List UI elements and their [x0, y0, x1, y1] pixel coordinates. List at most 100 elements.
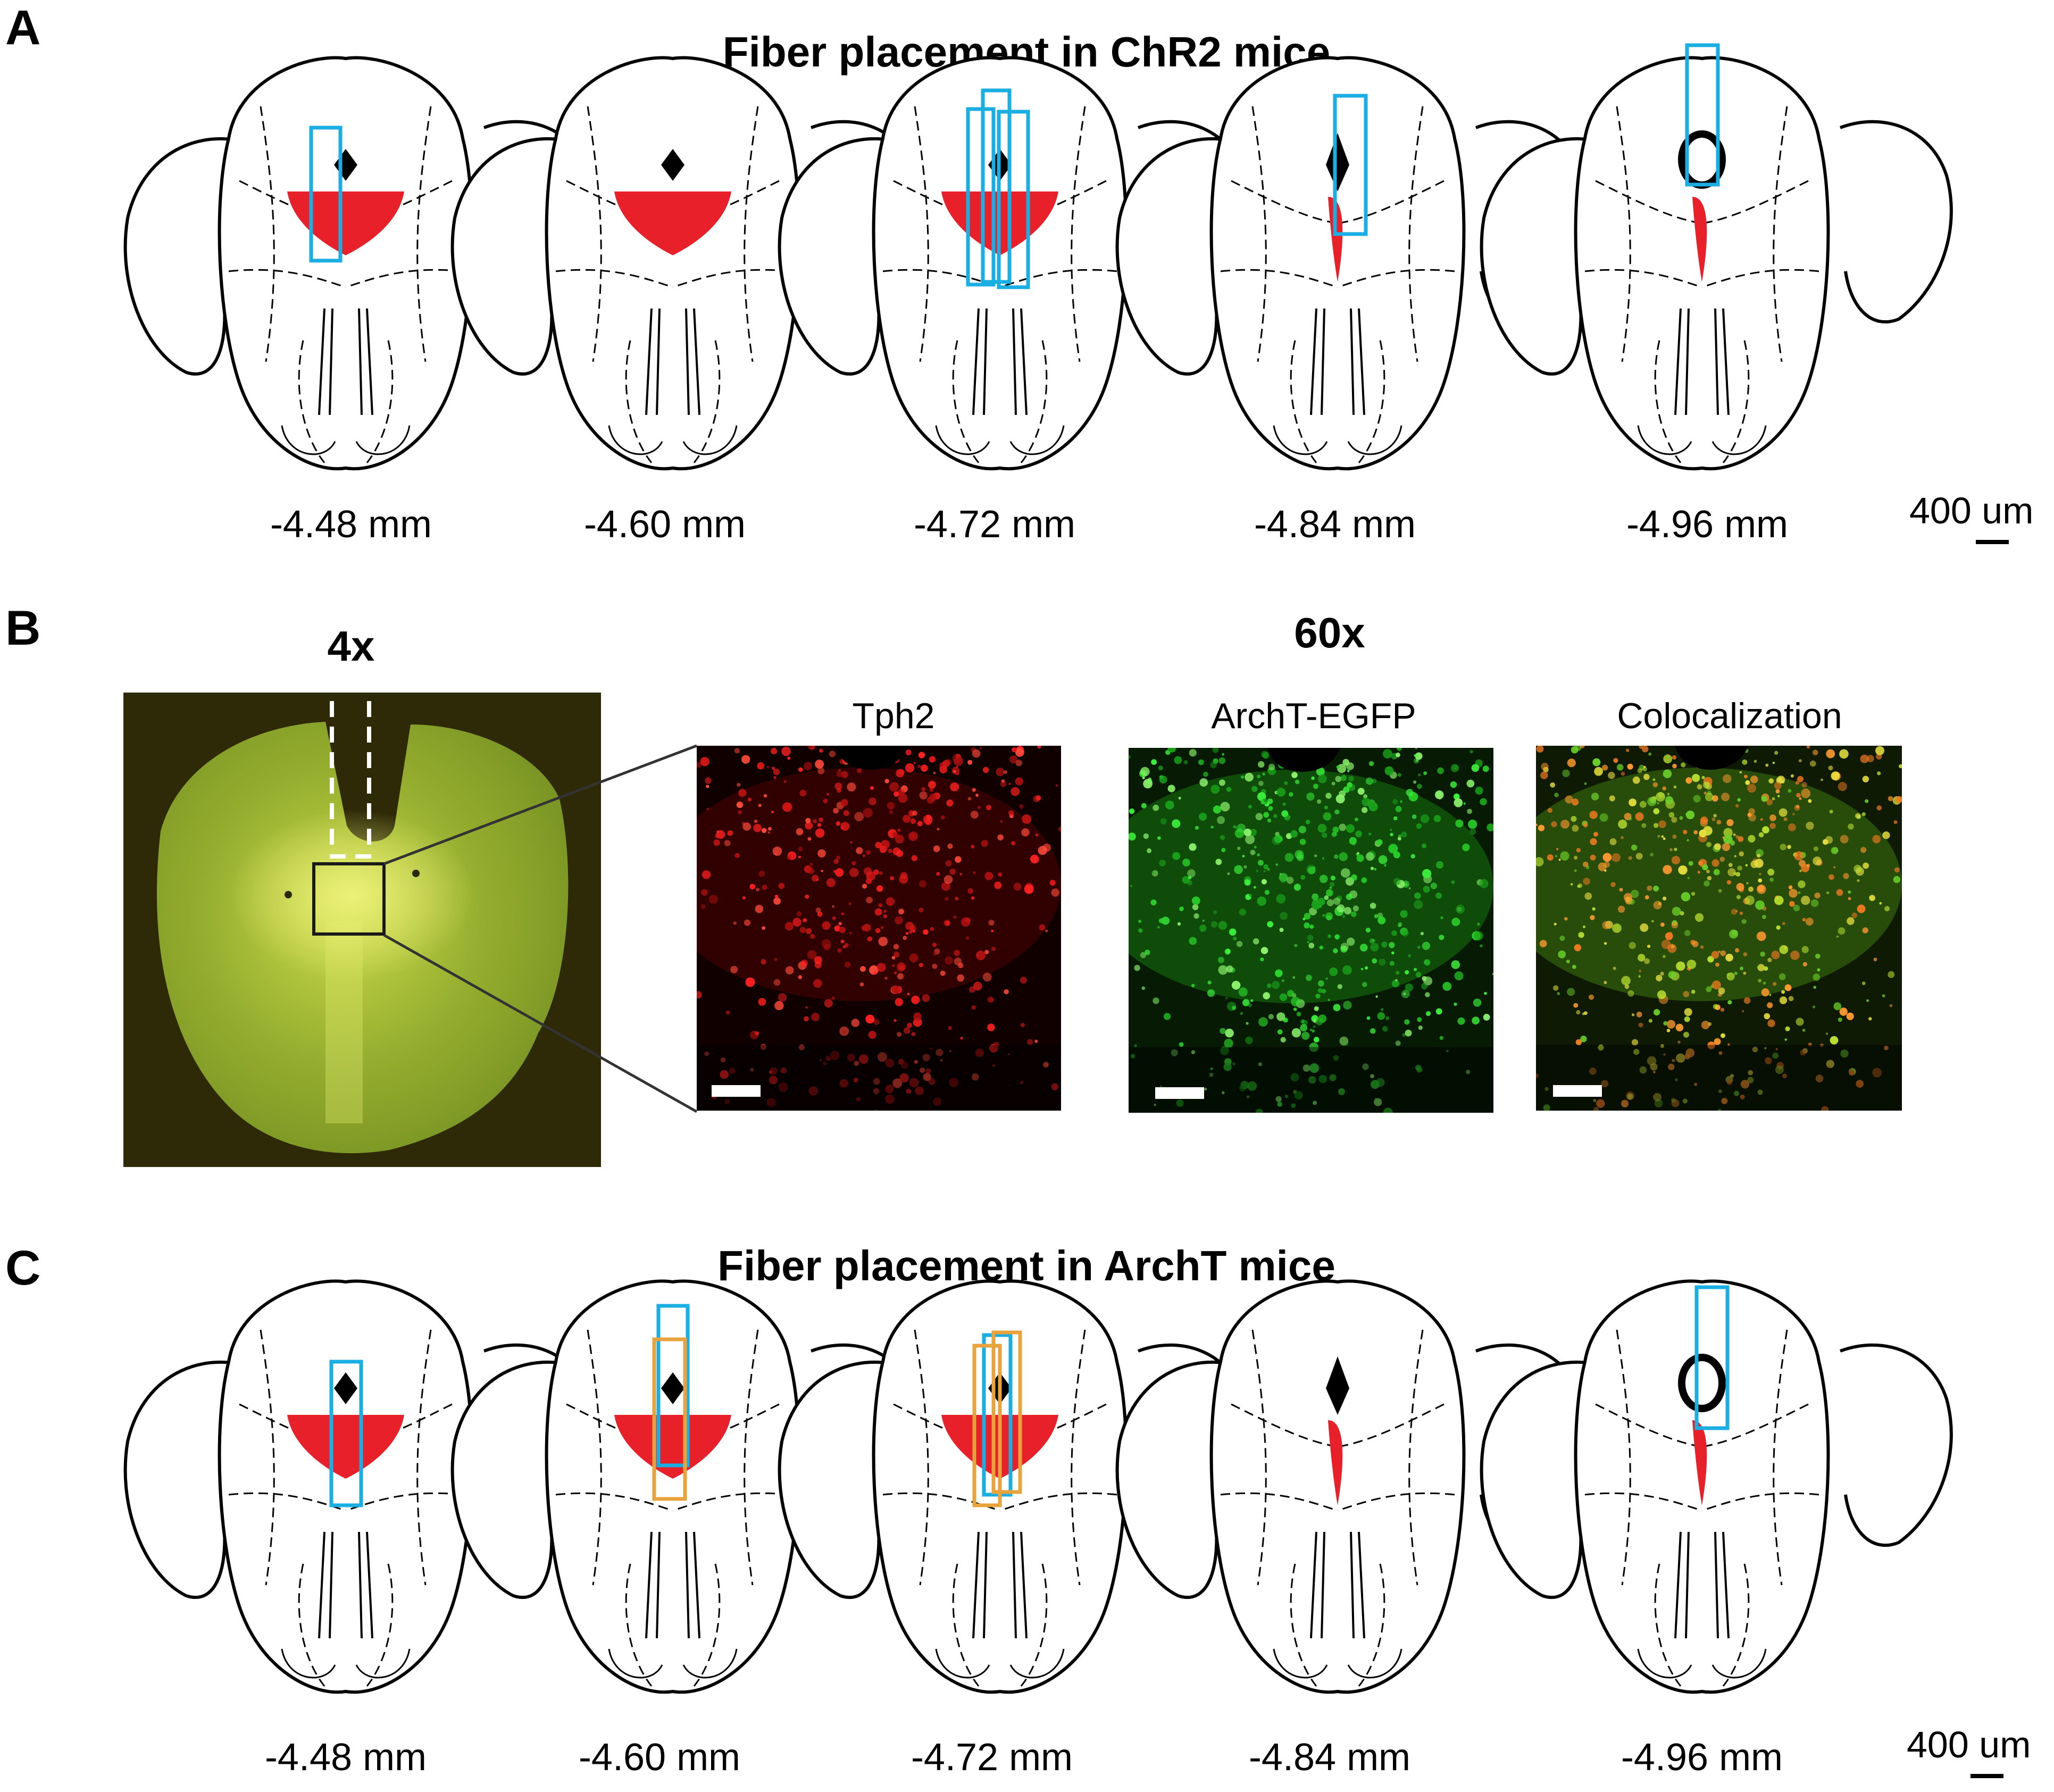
cell-mark	[1423, 886, 1430, 893]
cell-mark	[1750, 860, 1759, 869]
cell-mark	[1317, 897, 1325, 906]
cell-mark	[1203, 771, 1208, 777]
cell-mark	[1193, 913, 1199, 919]
bottom-shadow	[1129, 1047, 1493, 1113]
cell-mark	[814, 961, 822, 969]
cell-mark	[1736, 883, 1744, 891]
cell-mark	[1744, 774, 1748, 779]
cell-mark	[1853, 864, 1862, 873]
cell-mark	[1337, 764, 1347, 773]
cell-mark	[1342, 915, 1346, 918]
subdivision-line	[1020, 1563, 1048, 1687]
cell-mark	[773, 769, 780, 776]
cell-mark	[1332, 827, 1339, 833]
subdivision-line	[1220, 269, 1338, 288]
cell-mark	[1318, 1074, 1327, 1083]
panel-c-scale-label: 400 um	[1907, 1724, 2031, 1765]
cell-mark	[1237, 846, 1241, 851]
cell-mark	[1267, 868, 1270, 871]
cell-mark	[1395, 979, 1398, 981]
cell-mark	[1346, 824, 1355, 833]
cell-mark	[1153, 804, 1159, 811]
cell-mark	[774, 895, 779, 898]
cell-mark	[1757, 1089, 1763, 1095]
cell-mark	[860, 966, 866, 972]
cell-mark	[1661, 939, 1671, 949]
cell-mark	[1284, 781, 1288, 785]
subdivision-line	[1358, 340, 1385, 463]
cell-mark	[1421, 983, 1428, 990]
cell-mark	[884, 977, 888, 980]
cell-mark	[1381, 941, 1388, 948]
cell-mark	[1254, 886, 1256, 889]
cell-mark	[850, 841, 853, 844]
cell-mark	[1260, 800, 1265, 805]
panel-c-scale-bar	[1970, 1774, 2003, 1778]
cell-mark	[1352, 905, 1359, 912]
cell-mark	[1706, 841, 1711, 847]
cell-mark	[1631, 844, 1638, 851]
cell-mark	[1246, 1095, 1250, 1098]
subdivision-line	[1584, 1492, 1702, 1512]
cell-mark	[1343, 786, 1350, 793]
cell-mark	[1748, 814, 1756, 822]
cell-mark	[1782, 1073, 1787, 1079]
cell-mark	[1222, 753, 1224, 756]
cell-mark	[1802, 918, 1806, 922]
cell-mark	[1425, 1011, 1431, 1016]
cell-mark	[1314, 854, 1317, 857]
cell-mark	[1790, 951, 1800, 960]
cell-mark	[961, 917, 971, 927]
cell-mark	[1454, 1002, 1457, 1006]
cell-mark	[1631, 1013, 1635, 1016]
cell-mark	[1801, 788, 1811, 798]
cell-mark	[868, 1031, 876, 1039]
cell-mark	[1795, 781, 1799, 785]
cell-mark	[742, 822, 751, 831]
cell-mark	[798, 855, 801, 859]
cell-mark	[1641, 746, 1649, 753]
cell-mark	[1684, 1008, 1692, 1016]
cell-mark	[1660, 922, 1665, 927]
cell-mark	[856, 847, 863, 854]
cell-mark	[922, 1054, 930, 1062]
cell-mark	[988, 920, 995, 926]
cell-mark	[967, 797, 972, 801]
cell-mark	[1187, 869, 1196, 878]
cell-mark	[1663, 1021, 1668, 1026]
cell-mark	[921, 764, 928, 772]
cell-mark	[1188, 876, 1192, 880]
cell-mark	[1747, 784, 1756, 793]
cell-mark	[853, 1078, 858, 1083]
cell-mark	[1796, 805, 1800, 809]
cell-mark	[1785, 1026, 1790, 1031]
cell-mark	[1207, 989, 1215, 997]
cell-mark	[1896, 796, 1902, 803]
cell-mark	[1297, 852, 1302, 857]
cell-mark	[1767, 1019, 1775, 1028]
ventral-lobes	[1637, 1648, 1767, 1679]
cell-mark	[1766, 799, 1773, 806]
cell-mark	[883, 910, 887, 913]
cell-mark	[1416, 823, 1422, 829]
cell-mark	[1267, 818, 1272, 823]
cell-mark	[1451, 918, 1460, 927]
cell-mark	[1767, 869, 1775, 876]
cell-mark	[1801, 782, 1807, 788]
cell-mark	[1831, 771, 1840, 781]
dorsal-raphe-region	[287, 191, 404, 255]
cell-mark	[804, 762, 813, 771]
cell-mark	[1849, 1070, 1855, 1076]
cell-mark	[1189, 749, 1197, 757]
cell-mark	[1257, 774, 1261, 779]
cell-mark	[1739, 912, 1743, 915]
cell-mark	[750, 1068, 754, 1072]
cell-mark	[784, 922, 794, 931]
cell-mark	[1583, 861, 1589, 868]
cell-mark	[1599, 813, 1608, 822]
cell-mark	[1746, 882, 1749, 885]
cell-mark	[1714, 843, 1721, 851]
cell-mark	[1775, 789, 1780, 794]
cell-mark	[984, 949, 989, 954]
cell-mark	[1234, 865, 1243, 874]
